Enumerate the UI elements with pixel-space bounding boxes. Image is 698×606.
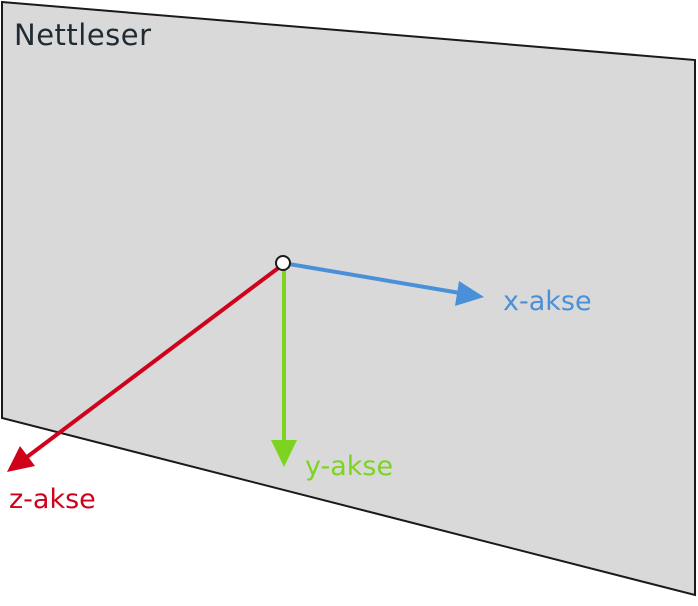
browser-plane-label: Nettleser	[14, 18, 152, 52]
origin-point-outline	[275, 255, 291, 271]
y-axis-label: y-akse	[305, 451, 393, 482]
x-axis-label: x-akse	[503, 286, 592, 317]
browser-plane	[2, 2, 695, 595]
x-axis-line	[282, 261, 461, 295]
z-axis-label: z-akse	[9, 484, 96, 515]
x-axis-arrowhead	[455, 281, 484, 306]
z-axis-arrowhead	[7, 446, 35, 472]
origin-point	[276, 256, 290, 270]
y-axis-arrowhead	[271, 440, 297, 467]
z-axis-line	[25, 264, 283, 459]
